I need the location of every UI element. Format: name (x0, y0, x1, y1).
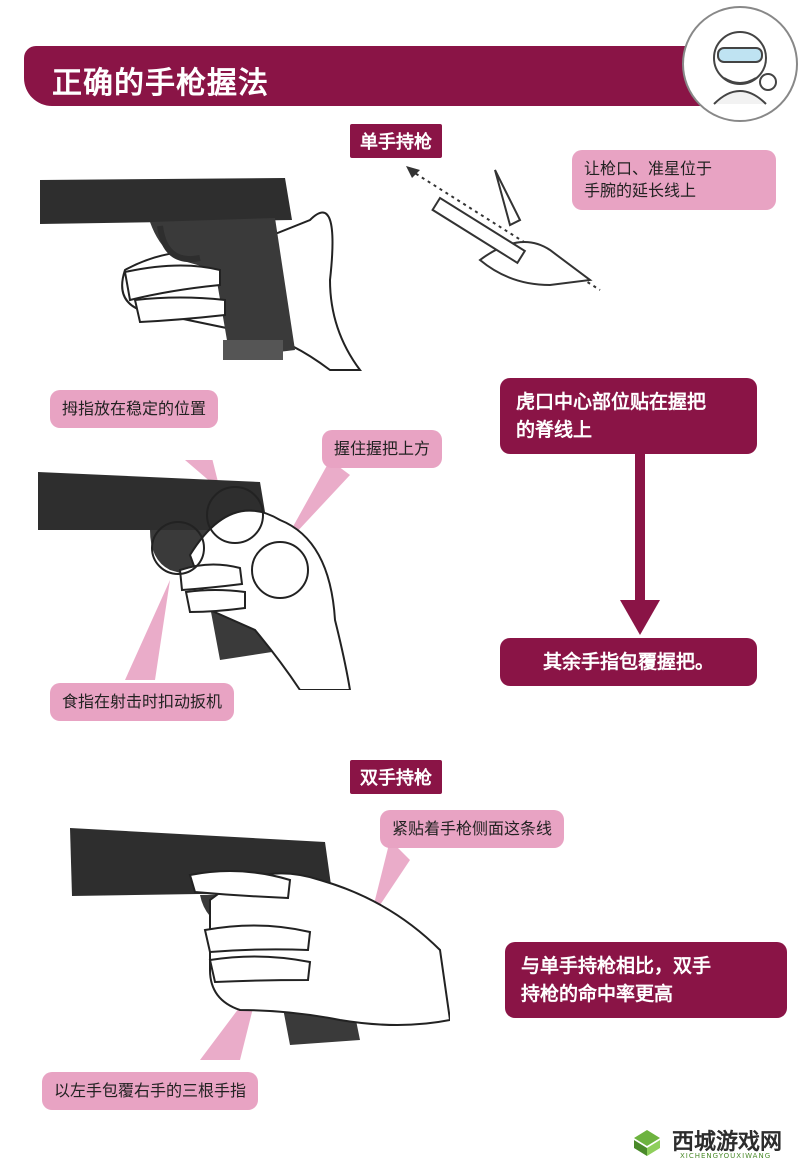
wrist-alignment-diagram (406, 166, 601, 291)
callout-grip-top: 握住握把上方 (322, 430, 443, 468)
header-banner (24, 46, 724, 106)
callout-thumb: 拇指放在稳定的位置 (50, 390, 219, 428)
callout-web-of-hand: 虎口中心部位贴在握把 的脊线上 (500, 378, 757, 454)
callout-trigger-finger: 食指在射击时扣动扳机 (50, 683, 235, 721)
mascot-icon (713, 31, 777, 105)
down-arrow-icon (620, 450, 660, 635)
section-label-one-hand: 单手持枪 (350, 124, 442, 158)
two-hand-grip-illustration (70, 828, 450, 1060)
page-title: 正确的手枪握法 (52, 66, 269, 101)
section-label-two-hand: 双手持枪 (350, 760, 442, 794)
callout-accuracy: 与单手持枪相比，双手 持枪的命中率更高 (505, 942, 787, 1018)
watermark-logo-icon (634, 1130, 660, 1156)
watermark-subtitle: XICHENGYOUXIWANG (680, 1152, 772, 1160)
callout-left-hand: 以左手包覆右手的三根手指 (42, 1072, 259, 1110)
callout-side-line: 紧贴着手枪侧面这条线 (380, 810, 565, 848)
callout-sight-alignment: 让枪口、准星位于 手腕的延长线上 (572, 150, 776, 210)
callout-other-fingers: 其余手指包覆握把。 (500, 638, 757, 686)
one-hand-grip-illustration (40, 178, 362, 371)
watermark-name: 西城游戏网 (672, 1130, 783, 1155)
mascot-avatar (682, 6, 798, 122)
grip-detail-illustration (38, 460, 352, 690)
